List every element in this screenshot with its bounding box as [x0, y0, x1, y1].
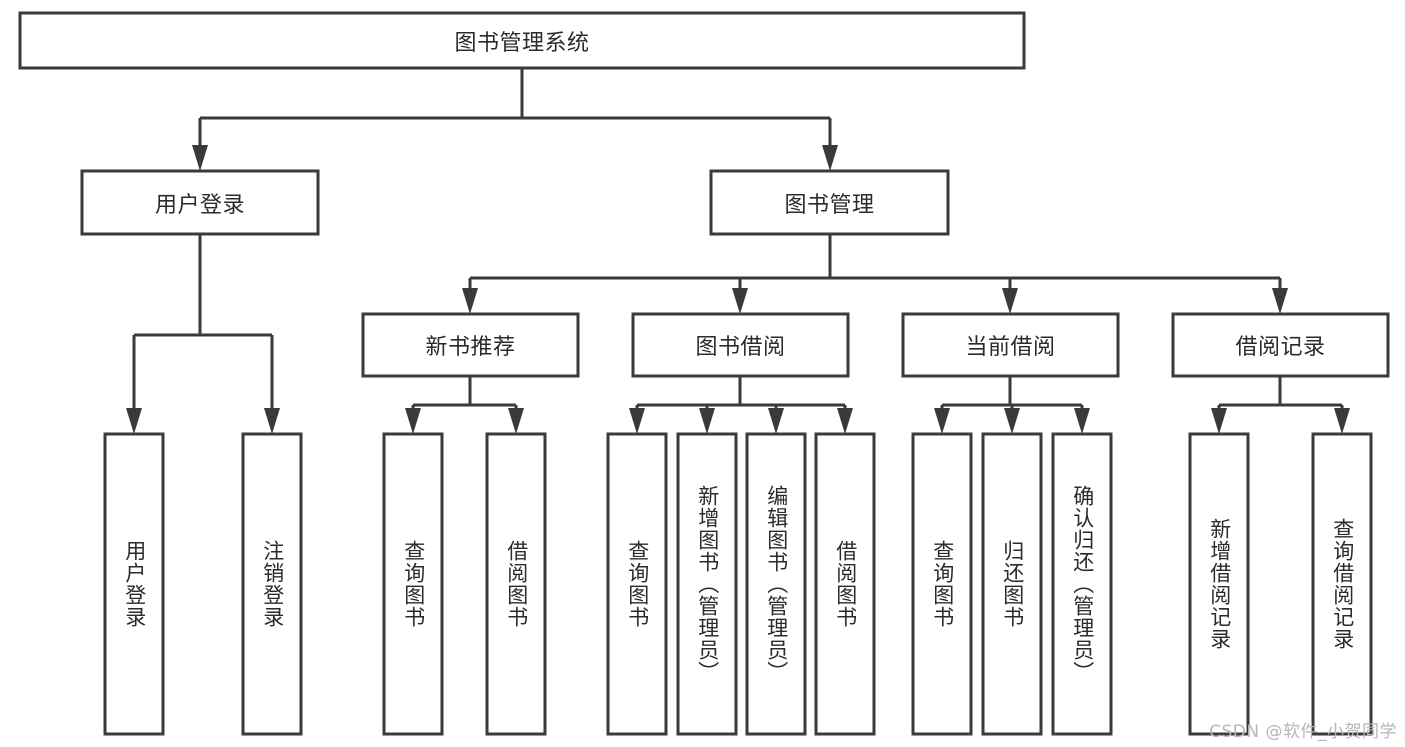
node-label-borrow-record: 借阅记录: [1235, 335, 1326, 360]
arrowhead-to-leaf-edit-book: [768, 408, 784, 434]
arrowhead-to-leaf-borrow-book-2: [837, 408, 853, 434]
node-label-leaf-query-book-1: 查询图书: [401, 540, 426, 628]
arrowhead-to-leaf-query-record: [1334, 408, 1350, 434]
node-label-leaf-borrow-book-1: 借阅图书: [504, 540, 529, 628]
node-label-leaf-logout: 注销登录: [260, 540, 285, 628]
arrowhead-to-leaf-borrow-book-1: [508, 408, 524, 434]
arrowhead-to-leaf-add-record: [1211, 408, 1227, 434]
arrowhead-to-leaf-logout: [264, 408, 280, 434]
node-label-leaf-add-record: 新增借阅记录: [1207, 518, 1232, 650]
node-label-leaf-add-book: 新增图书（管理员）: [695, 485, 720, 683]
arrowhead-to-leaf-return-book: [1004, 408, 1020, 434]
arrowhead-to-user-login: [192, 145, 208, 171]
arrowhead-to-current-borrow: [1002, 288, 1018, 314]
arrowhead-to-leaf-query-book-2: [629, 408, 645, 434]
node-label-leaf-borrow-book-2: 借阅图书: [833, 540, 858, 628]
node-box-leaf-query-book-2[interactable]: [606, 432, 668, 736]
node-label-leaf-query-book-2: 查询图书: [625, 540, 650, 628]
node-box-leaf-return-book[interactable]: [981, 432, 1043, 736]
node-box-leaf-add-record[interactable]: [1188, 432, 1250, 736]
arrowhead-to-book-borrow: [732, 288, 748, 314]
node-box-leaf-borrow-book-2[interactable]: [814, 432, 876, 736]
node-box-leaf-borrow-book-1[interactable]: [485, 432, 547, 736]
arrowhead-to-borrow-record: [1272, 288, 1288, 314]
node-box-leaf-query-record[interactable]: [1311, 432, 1373, 736]
node-label-book-manage: 图书管理: [784, 192, 875, 218]
node-box-leaf-add-book[interactable]: [676, 432, 738, 736]
arrowhead-to-leaf-add-book: [699, 408, 715, 434]
node-box-leaf-query-book-1[interactable]: [382, 432, 444, 736]
node-label-current-borrow: 当前借阅: [965, 335, 1056, 360]
node-box-leaf-logout[interactable]: [241, 432, 303, 736]
arrowhead-to-new-book-rec: [462, 288, 478, 314]
node-box-leaf-confirm-return[interactable]: [1051, 432, 1113, 736]
arrowhead-to-leaf-query-book-3: [934, 408, 950, 434]
arrowhead-to-leaf-query-book-1: [405, 408, 421, 434]
node-label-user-login: 用户登录: [154, 192, 245, 218]
node-label-new-book-rec: 新书推荐: [425, 335, 516, 360]
node-box-leaf-user-login[interactable]: [103, 432, 165, 736]
node-label-book-borrow: 图书借阅: [695, 335, 786, 360]
node-label-leaf-query-book-3: 查询图书: [930, 540, 955, 628]
node-label-leaf-confirm-return: 确认归还（管理员）: [1070, 485, 1095, 683]
node-label-leaf-edit-book: 编辑图书（管理员）: [764, 485, 789, 683]
arrowhead-to-leaf-confirm-return: [1074, 408, 1090, 434]
watermark-text: CSDN @软件_小贺同学: [1209, 722, 1397, 742]
node-label-leaf-query-record: 查询借阅记录: [1330, 518, 1355, 650]
node-box-leaf-query-book-3[interactable]: [911, 432, 973, 736]
node-label-root: 图书管理系统: [454, 30, 590, 56]
node-box-current-borrow[interactable]: [901, 312, 1120, 378]
arrowhead-to-leaf-user-login: [126, 408, 142, 434]
node-box-root[interactable]: [18, 11, 1026, 70]
node-box-user-login[interactable]: [80, 169, 320, 236]
node-label-leaf-user-login: 用户登录: [122, 540, 147, 628]
arrowhead-to-book-manage: [822, 145, 838, 171]
node-box-new-book-rec[interactable]: [361, 312, 580, 378]
node-label-leaf-return-book: 归还图书: [1000, 540, 1025, 628]
